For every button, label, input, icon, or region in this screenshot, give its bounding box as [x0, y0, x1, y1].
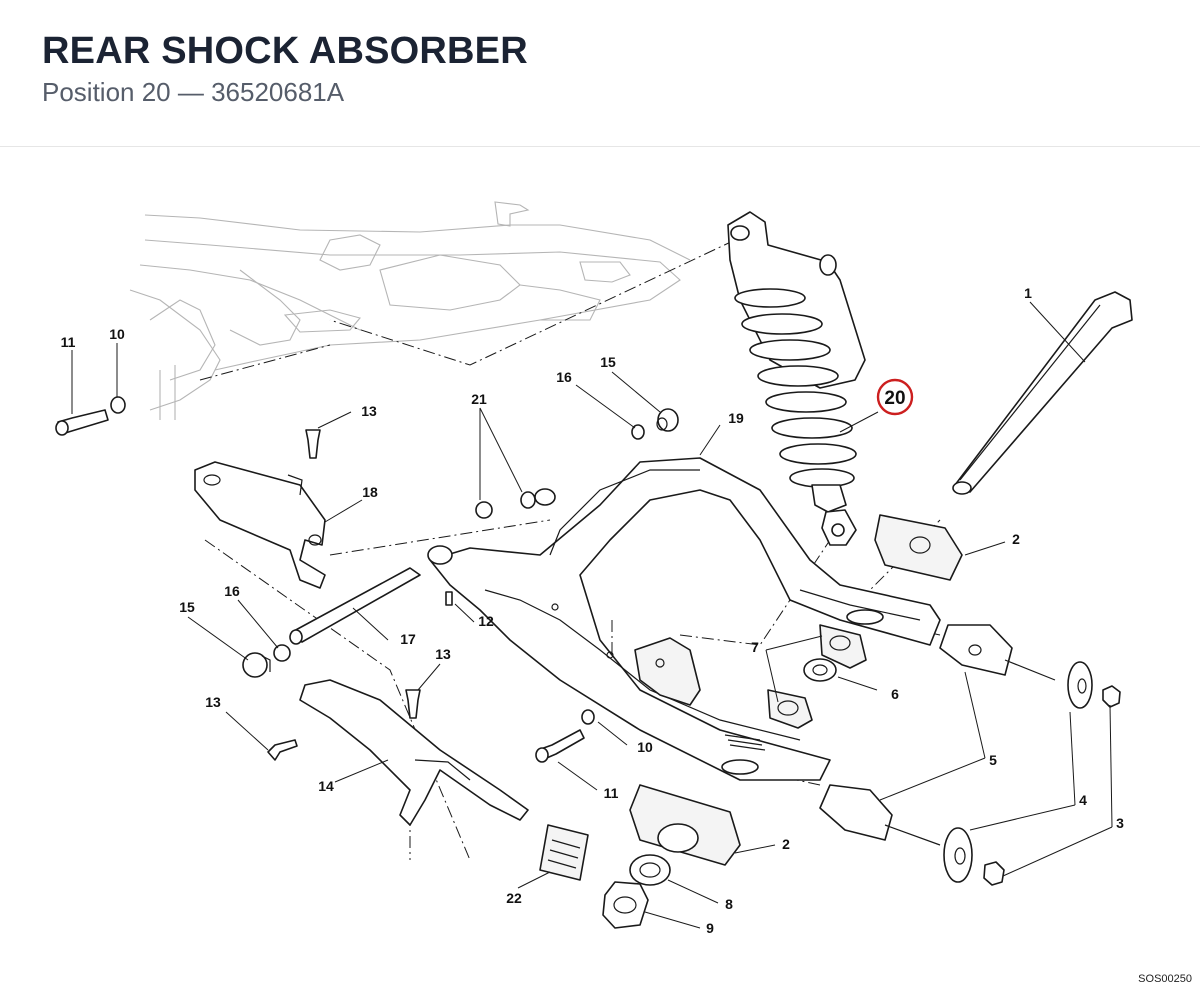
eccentric-bracket-bottom: [629, 784, 741, 866]
frame-ghost-outline: [129, 201, 691, 420]
header: REAR SHOCK ABSORBER Position 20 — 365206…: [0, 0, 1200, 147]
callout-11-center: 11: [604, 785, 619, 801]
callout-labels: 1 2 2 3 4 5 6 7 8 9 10 10 11 11 12 13 13…: [61, 285, 1125, 936]
callout-9: 9: [706, 920, 714, 936]
callout-19: 19: [728, 410, 744, 426]
callout-10-left: 10: [109, 326, 125, 342]
adjuster-disc-top: [1067, 661, 1093, 709]
chain-adjuster-top: [939, 624, 1056, 681]
callout-7: 7: [751, 639, 759, 655]
callout-17: 17: [400, 631, 416, 647]
nut-top: [1102, 685, 1121, 708]
washer-6: [803, 658, 837, 682]
screw-13-left: [267, 739, 298, 761]
callout-11-left: 11: [61, 334, 76, 350]
page-title: REAR SHOCK ABSORBER: [42, 30, 528, 72]
callout-21: 21: [471, 391, 487, 407]
nut-bottom: [983, 861, 1005, 886]
callout-16-left: 16: [224, 583, 240, 599]
screw-13-center: [405, 689, 421, 719]
highlight-number: 20: [884, 388, 905, 409]
swingarm-pivot-shaft: [952, 291, 1133, 495]
callout-14: 14: [318, 778, 334, 794]
leader-lines: [71, 301, 1113, 929]
warning-label-22: [539, 824, 589, 881]
callout-1: 1: [1024, 285, 1032, 301]
bracket-7-top: [819, 624, 867, 669]
callout-10-center: 10: [637, 739, 653, 755]
callout-8: 8: [725, 896, 733, 912]
eccentric-bracket-top: [874, 514, 963, 581]
washer-8: [629, 854, 671, 886]
bracket-7-bottom: [767, 689, 813, 729]
highlight-marker: 20: [839, 378, 914, 433]
callout-22: 22: [506, 890, 522, 906]
callout-5: 5: [989, 752, 997, 768]
chain-slider-18: [194, 461, 326, 589]
callout-16-top: 16: [556, 369, 572, 385]
callout-15-top: 15: [600, 354, 616, 370]
callout-18: 18: [362, 484, 378, 500]
washer-10-center: [581, 709, 595, 725]
swingarm: [427, 457, 941, 781]
callout-13-center: 13: [435, 646, 451, 662]
screw-13-top: [305, 429, 321, 459]
axle-17: [289, 567, 421, 645]
chain-adjuster-bottom: [819, 784, 941, 846]
washer-21-a: [475, 501, 493, 519]
callout-12: 12: [478, 613, 494, 629]
bushing-15-left: [242, 652, 271, 678]
callout-15-left: 15: [179, 599, 195, 615]
pin-12: [445, 591, 453, 606]
bushing-9: [602, 881, 649, 929]
drawing-code: SOS00250: [1138, 973, 1192, 985]
callout-3: 3: [1116, 815, 1124, 831]
shock-absorber: [727, 211, 866, 546]
washer-16-top: [631, 424, 645, 440]
callout-2-top: 2: [1012, 531, 1020, 547]
shock-spring: [734, 288, 857, 488]
washer-21-b: [520, 491, 536, 509]
chain-guard-14: [299, 679, 529, 826]
bolt-11-left: [55, 409, 109, 436]
page-subtitle: Position 20 — 36520681A: [42, 77, 345, 107]
callout-4: 4: [1079, 792, 1087, 808]
callout-13-top: 13: [361, 403, 377, 419]
washer-10-left: [110, 396, 126, 414]
bolt-11-center: [535, 729, 585, 763]
callout-6: 6: [891, 686, 899, 702]
washer-16-left: [273, 644, 291, 662]
adjuster-disc-bottom: [943, 827, 973, 883]
bushing-15-top: [656, 408, 679, 432]
callout-2-bottom: 2: [782, 836, 790, 852]
callout-13-left: 13: [205, 694, 221, 710]
